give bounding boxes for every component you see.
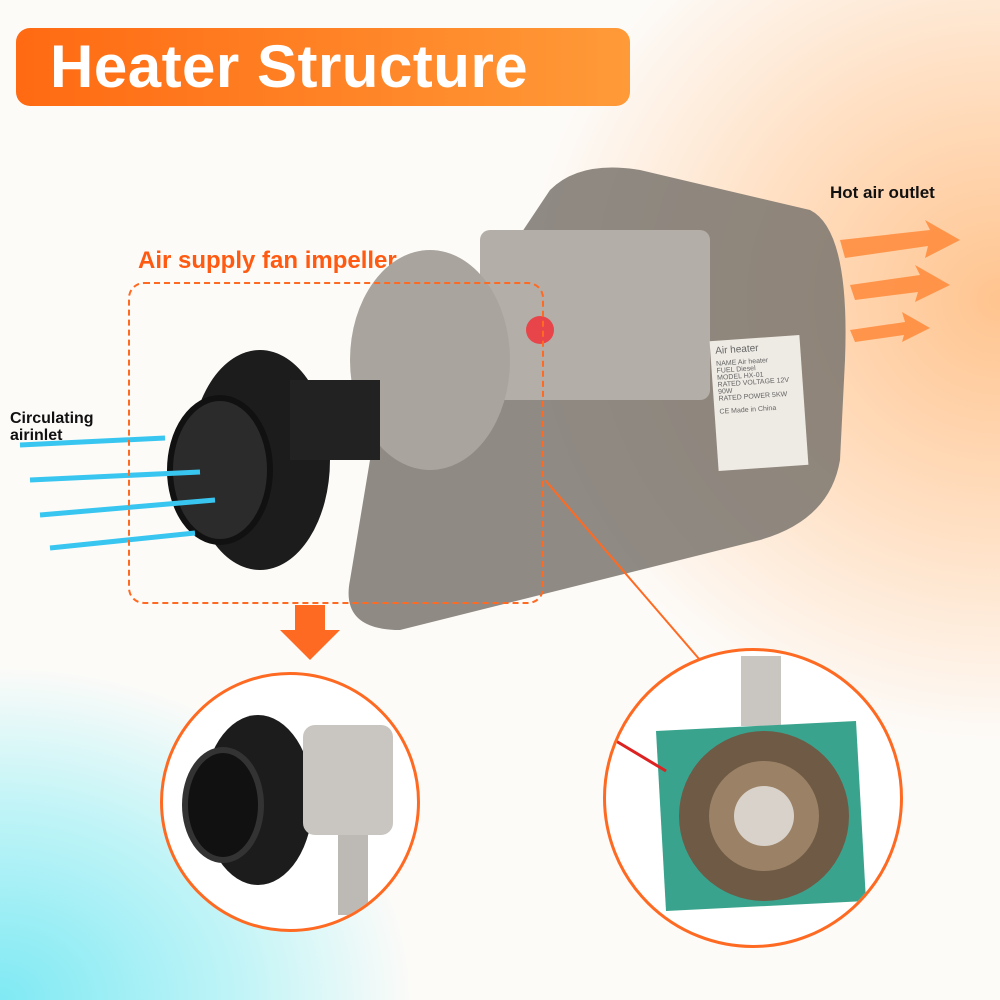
inlet-arrows xyxy=(19,435,216,551)
fan-impeller-label: Air supply fan impeller xyxy=(138,247,397,274)
heater-illustration xyxy=(348,167,846,630)
callout-line xyxy=(544,479,701,661)
glow-plug-cap xyxy=(526,316,554,344)
heat-exchanger-fins xyxy=(480,230,710,400)
hot-air-outlet-label: Hot air outlet xyxy=(830,183,935,202)
down-arrow-icon xyxy=(280,605,340,660)
title-banner: Heater Structure xyxy=(16,28,630,106)
fan-detail-illustration xyxy=(182,715,393,915)
fan-detail-circle xyxy=(160,672,420,932)
impeller-detail-illustration xyxy=(615,656,866,911)
hot-air-arrows xyxy=(840,220,960,342)
inlet-ring xyxy=(167,395,273,545)
fan-impeller-highlight-box xyxy=(128,282,544,604)
arrows-layer xyxy=(19,220,960,661)
label-line: Circulating xyxy=(10,410,94,427)
fan-impeller-illustration xyxy=(167,350,380,570)
burner-housing xyxy=(350,250,510,470)
impeller-detail-circle xyxy=(603,648,903,948)
page-title: Heater Structure xyxy=(50,33,529,100)
motor-shaft xyxy=(290,380,380,460)
label-line: airinlet xyxy=(10,427,63,444)
